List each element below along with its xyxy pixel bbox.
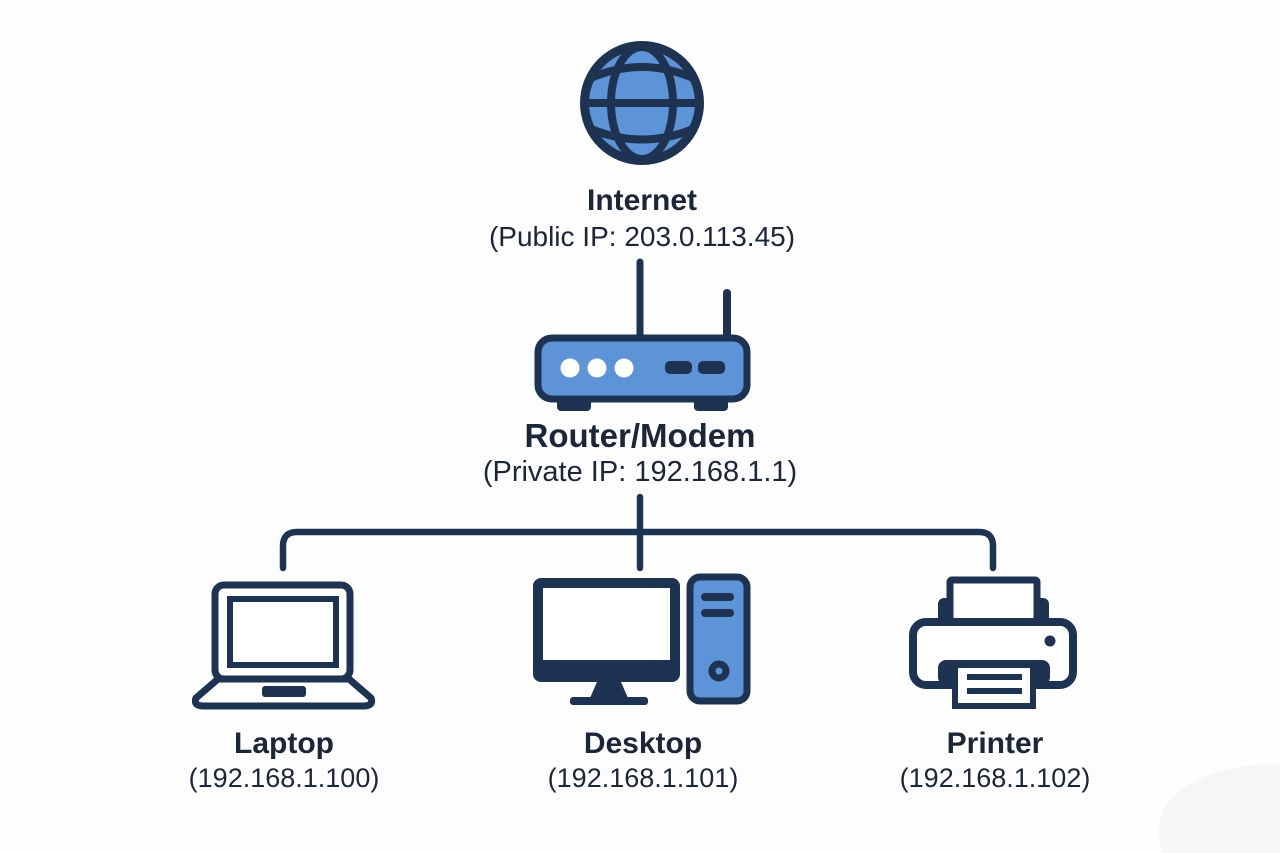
router-icon: [534, 289, 751, 411]
router-label: Router/Modem: [524, 417, 756, 454]
corner-artifact: [1158, 764, 1280, 853]
internet-label: Internet: [586, 184, 698, 217]
laptop-label: Laptop: [234, 727, 334, 760]
desktop-label: Desktop: [583, 727, 703, 760]
printer-icon: [909, 576, 1077, 709]
printer-ip: (192.168.1.102): [899, 763, 1091, 793]
desktop-ip: (192.168.1.101): [547, 763, 739, 793]
router-ip: (Private IP: 192.168.1.1): [482, 456, 798, 488]
desktop-icon: [533, 573, 751, 705]
globe-icon: [580, 41, 704, 165]
internet-ip: (Public IP: 203.0.113.45): [488, 221, 796, 252]
laptop-icon: [192, 581, 376, 710]
laptop-ip: (192.168.1.100): [188, 763, 380, 793]
printer-label: Printer: [946, 727, 1044, 760]
